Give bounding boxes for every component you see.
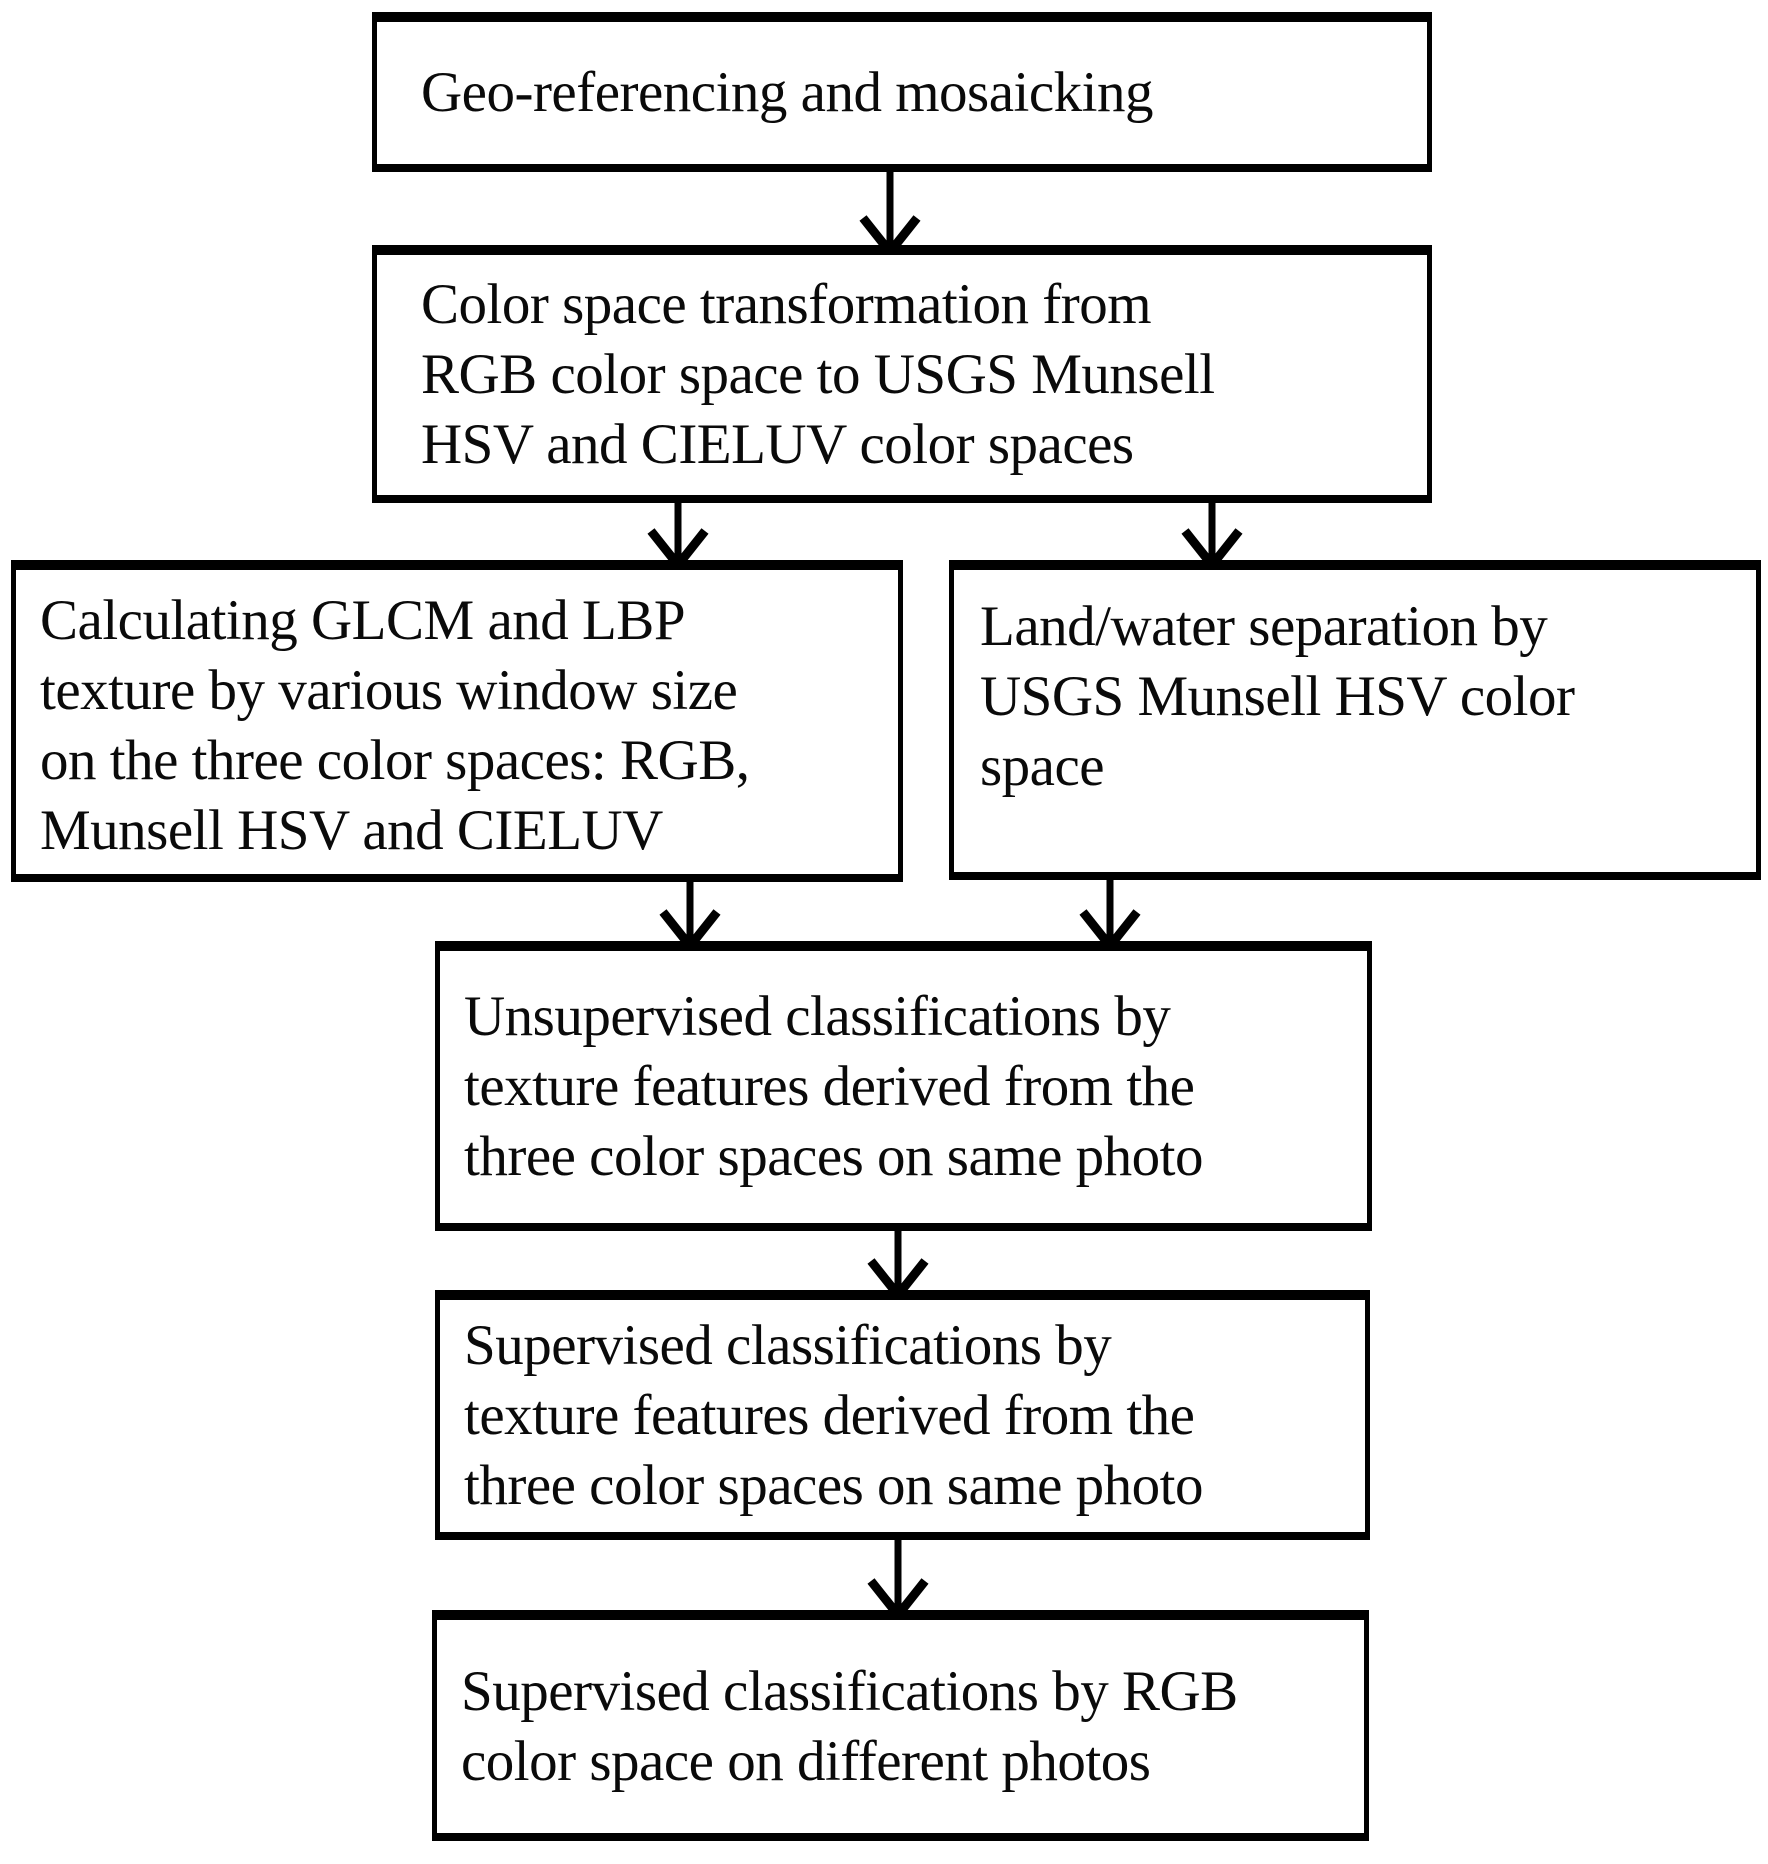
flow-box-color-space-transformation: Color space transformation from RGB colo…	[372, 245, 1432, 503]
arrow-supervised-same-to-supervised-diff	[867, 1540, 929, 1623]
flow-box-label: Unsupervised classifications by texture …	[464, 985, 1204, 1188]
arrow-landwater-to-unsupervised	[1079, 880, 1141, 954]
flow-box-glcm-lbp-texture-calculation: Calculating GLCM and LBP texture by vari…	[11, 560, 903, 882]
flow-box-supervised-classifications-same-photo: Supervised classifications by texture fe…	[435, 1290, 1370, 1540]
flow-box-unsupervised-classifications: Unsupervised classifications by texture …	[435, 941, 1372, 1231]
flow-box-geo-referencing-and-mosaicking: Geo-referencing and mosaicking	[372, 12, 1432, 172]
flow-box-label: Supervised classifications by texture fe…	[464, 1314, 1204, 1517]
flow-box-label: Color space transformation from RGB colo…	[421, 273, 1215, 476]
flow-box-label: Calculating GLCM and LBP texture by vari…	[40, 589, 750, 862]
flow-box-label: Land/water separation by USGS Munsell HS…	[980, 595, 1575, 798]
flow-box-supervised-classifications-different-photos: Supervised classifications by RGB color …	[432, 1610, 1369, 1841]
arrow-colorspace-to-landwater	[1181, 503, 1243, 573]
arrow-unsupervised-to-supervised-same	[867, 1231, 929, 1303]
flow-box-label: Supervised classifications by RGB color …	[461, 1659, 1238, 1793]
arrow-geo-to-colorspace	[859, 172, 921, 260]
arrow-colorspace-to-texture	[647, 503, 709, 573]
arrow-texture-to-unsupervised	[659, 882, 721, 954]
flow-box-land-water-separation: Land/water separation by USGS Munsell HS…	[949, 560, 1761, 880]
flow-box-label: Geo-referencing and mosaicking	[421, 61, 1154, 124]
